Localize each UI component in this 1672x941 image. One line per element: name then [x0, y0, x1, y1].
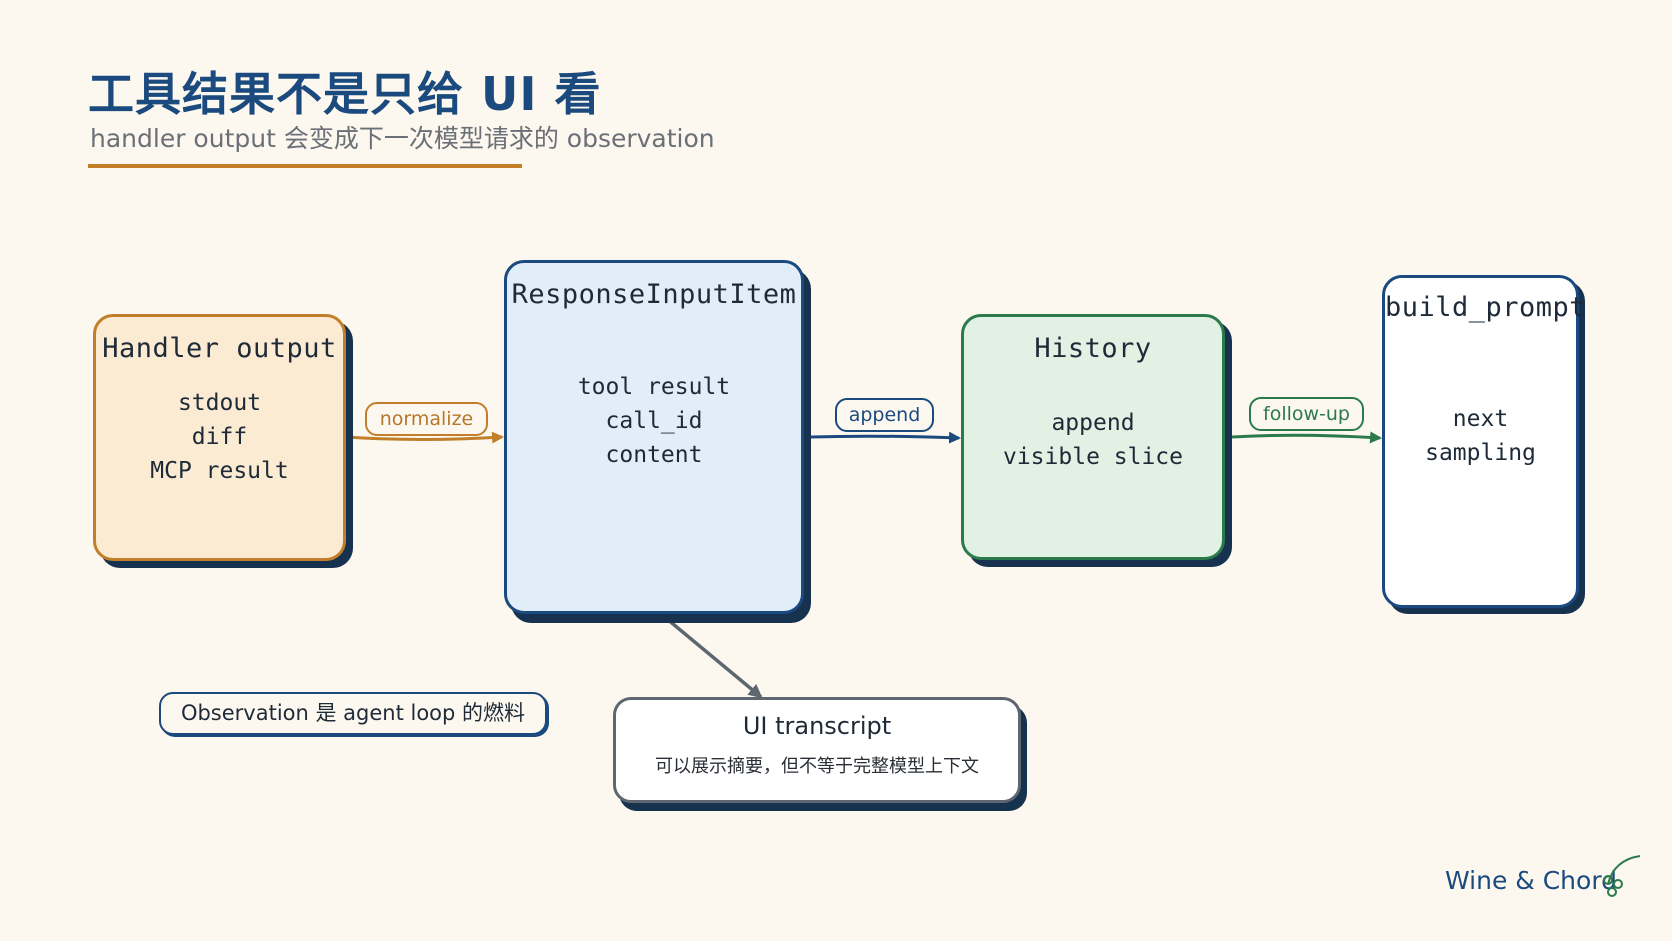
edge-label-normalize: normalize — [365, 402, 488, 436]
handler-output-title: Handler output — [102, 333, 337, 364]
edge-to-transcript — [659, 612, 763, 699]
page-subtitle: handler output 会变成下一次模型请求的 observation — [90, 124, 715, 153]
ui-transcript-subtitle: 可以展示摘要，但不等于完整模型上下文 — [655, 756, 979, 777]
history-lines: append visible slice — [964, 406, 1222, 474]
handler-line-mcp: MCP result — [150, 458, 289, 484]
handler-line-diff: diff — [191, 424, 248, 450]
history-line-visible-slice: visible slice — [1002, 444, 1183, 470]
brand-name: Wine & Chord — [1445, 866, 1618, 895]
ui-transcript-node: UI transcript 可以展示摘要，但不等于完整模型上下文 — [613, 697, 1021, 803]
title-underline — [88, 164, 522, 168]
build-prompt-lines: next sampling — [1385, 402, 1576, 470]
build-line-next: next — [1452, 406, 1509, 432]
rii-line-content: content — [605, 442, 703, 468]
edge-label-follow-up: follow-up — [1249, 397, 1364, 431]
build-line-sampling: sampling — [1425, 440, 1536, 466]
observation-note: Observation 是 agent loop 的燃料 — [159, 692, 547, 735]
edge-normalize — [345, 431, 504, 444]
response-input-item-node: ResponseInputItem tool result call_id co… — [504, 260, 804, 614]
handler-output-lines: stdout diff MCP result — [96, 386, 343, 488]
history-node: History append visible slice — [961, 314, 1225, 560]
rii-line-call-id: call_id — [605, 408, 703, 434]
history-line-append: append — [1051, 410, 1135, 436]
edge-follow-up — [1231, 431, 1382, 444]
build-prompt-title: build_prompt — [1385, 292, 1587, 323]
page-title: 工具结果不是只给 UI 看 — [88, 67, 602, 121]
edge-append — [810, 431, 961, 444]
response-input-item-lines: tool result call_id content — [507, 370, 801, 472]
music-note-icon — [1603, 855, 1641, 897]
edge-label-append: append — [835, 398, 934, 432]
handler-line-stdout: stdout — [177, 390, 262, 416]
response-input-item-title: ResponseInputItem — [511, 279, 797, 310]
ui-transcript-title: UI transcript — [742, 712, 892, 740]
rii-line-tool-result: tool result — [577, 374, 731, 400]
history-title: History — [1034, 333, 1152, 364]
build-prompt-node: build_prompt next sampling — [1382, 275, 1587, 608]
handler-output-node: Handler output stdout diff MCP result — [93, 314, 346, 561]
